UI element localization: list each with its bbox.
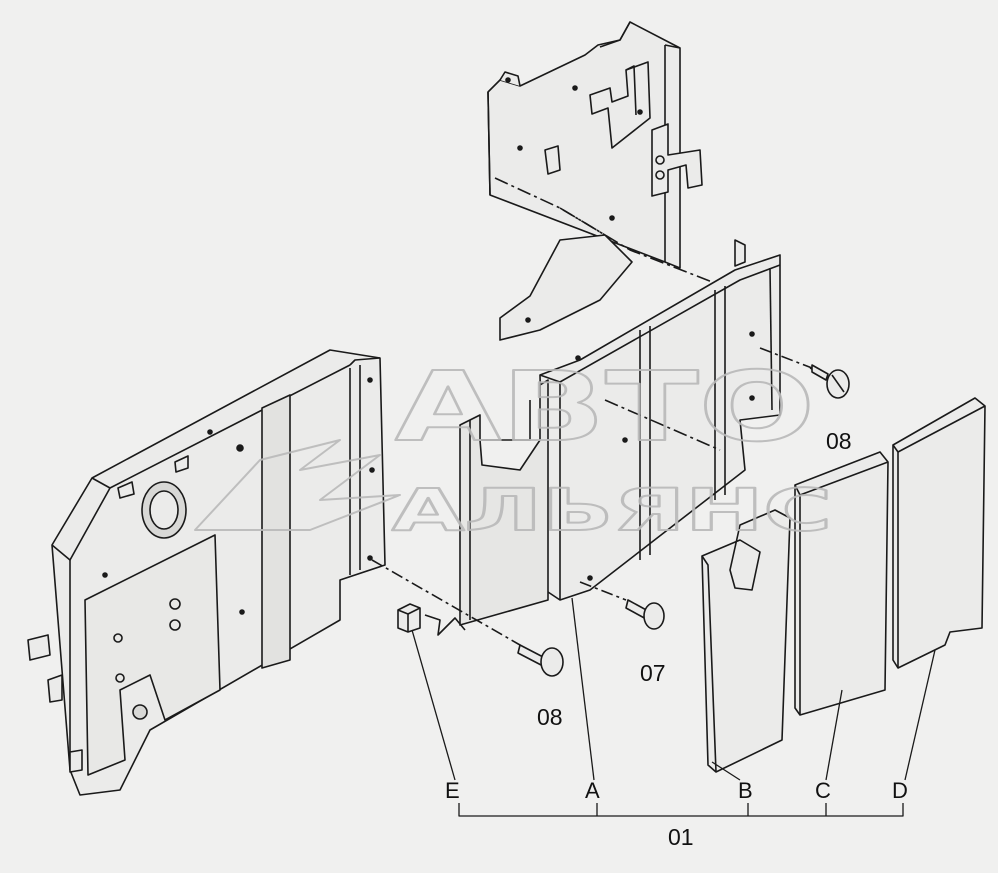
callout-bolt-center: 07 [640, 660, 666, 686]
callout-assembly: 01 [668, 824, 694, 850]
bolt-upper-right [759, 347, 850, 399]
callout-bolt-lower-left: 08 [537, 704, 563, 730]
cover-panel [27, 349, 386, 796]
spacer-block-e [397, 603, 466, 636]
insulation-pad-c [794, 451, 889, 716]
watermark-line-1: АВТО [395, 351, 815, 463]
duct-plate [459, 379, 549, 626]
insulation-pad-d [892, 397, 986, 669]
rear-frame [539, 239, 781, 601]
watermark-line-2: АЛЬЯНС [392, 476, 832, 544]
top-bracket [487, 21, 721, 341]
insulation-pad-b [701, 509, 791, 773]
callout-part-d: D [892, 778, 908, 803]
bolt-lower-left [371, 559, 564, 677]
callout-part-e: E [445, 778, 460, 803]
callout-part-c: C [815, 778, 831, 803]
watermark: АВТО АЛЬЯНС [194, 350, 833, 545]
callout-bolt-upper-right: 08 [826, 428, 852, 454]
watermark-emblem [194, 439, 401, 531]
callout-part-b: B [738, 778, 753, 803]
callout-part-a: A [585, 778, 600, 803]
bolt-center [579, 581, 665, 630]
leader-lines [411, 597, 936, 817]
